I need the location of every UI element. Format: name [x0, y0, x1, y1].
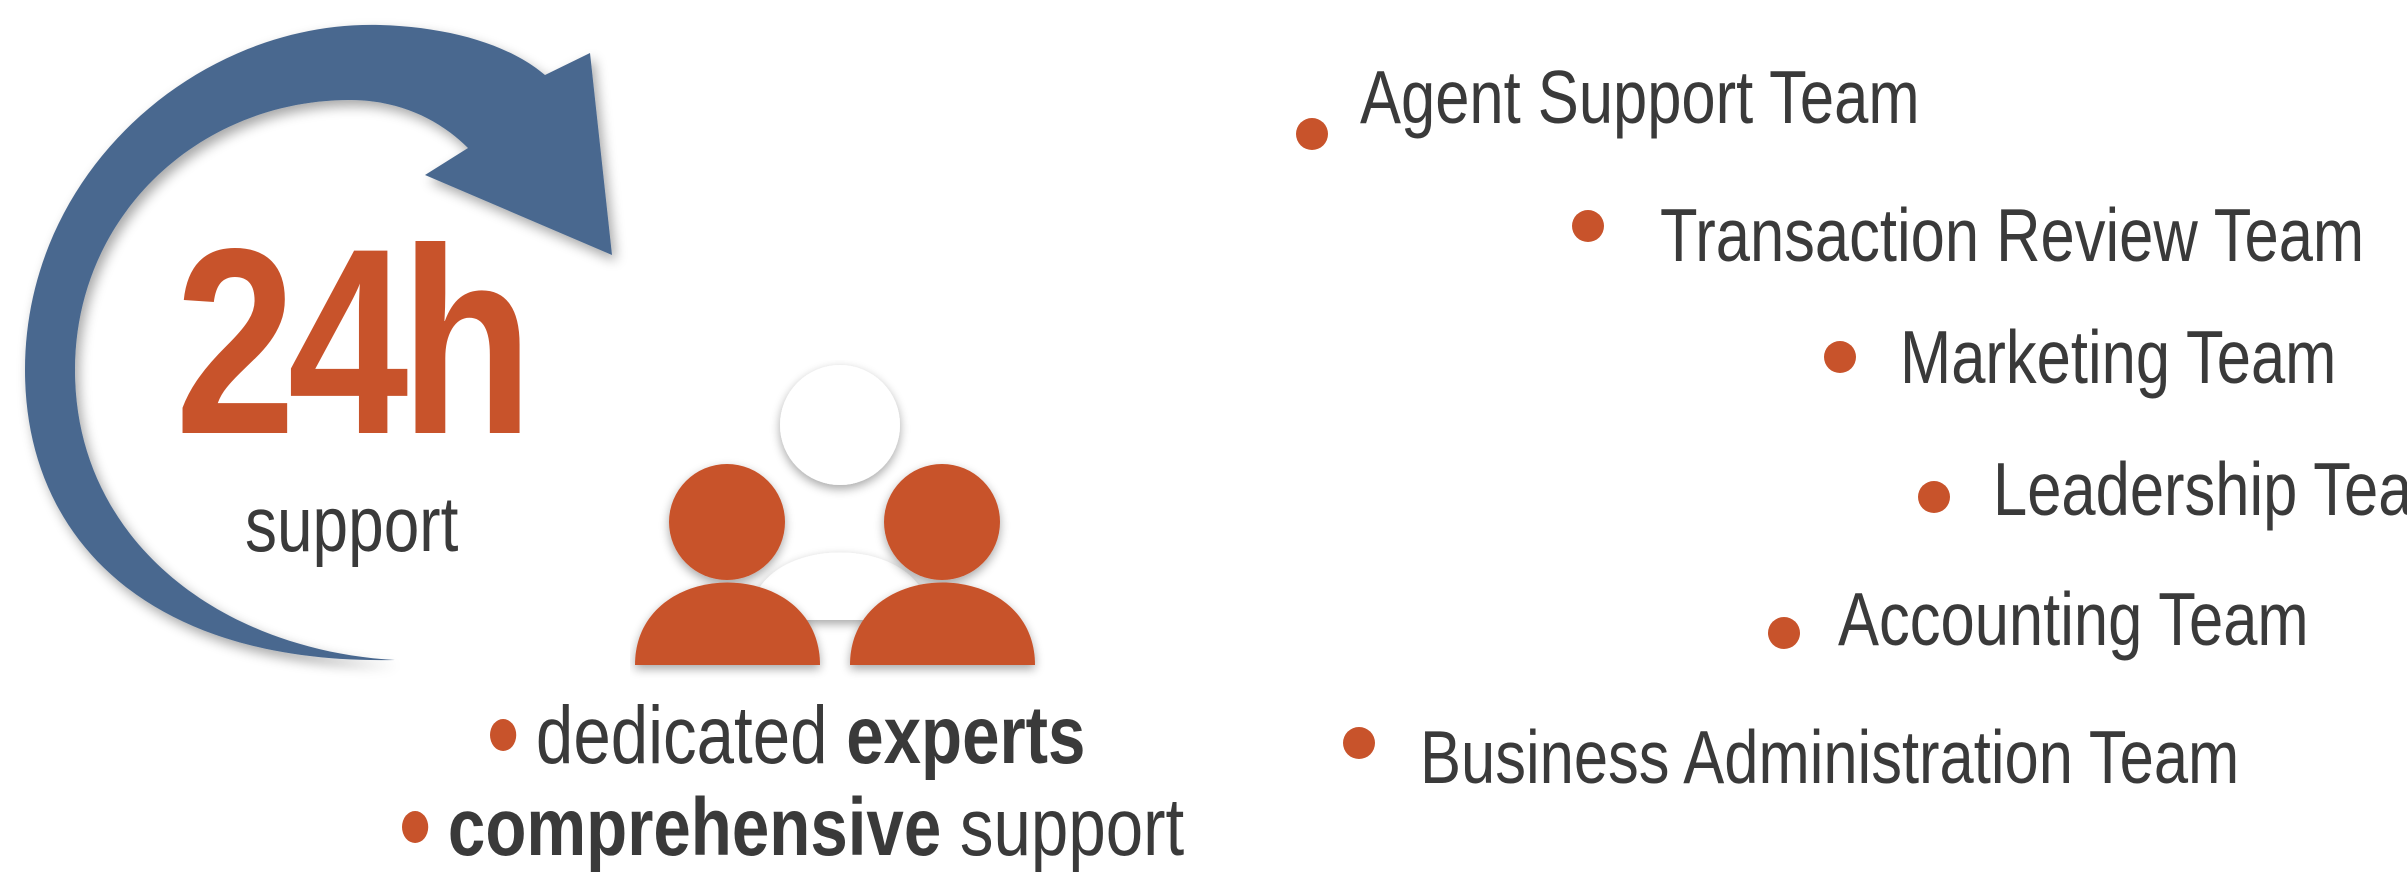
people-group-icon — [630, 360, 1050, 680]
bullet-dot-icon — [1296, 118, 1328, 150]
bullet-dot-icon — [1343, 727, 1375, 759]
bullet-dot-icon — [490, 719, 517, 752]
feature-item-experts: dedicated experts — [490, 695, 1085, 777]
bullet-dot-icon — [1572, 210, 1604, 242]
team-label: Accounting Team — [1838, 577, 2309, 661]
support-label: support — [245, 480, 459, 568]
twenty-four-hour-label: 24h — [175, 194, 533, 490]
bullet-dot-icon — [1768, 617, 1800, 649]
bullet-dot-icon — [402, 811, 429, 844]
bullet-dot-icon — [1824, 341, 1856, 373]
feature-plain-text: dedicated — [535, 690, 847, 781]
team-label: Agent Support Team — [1360, 55, 1920, 139]
bullet-dot-icon — [1918, 481, 1950, 513]
team-label: Transaction Review Team — [1660, 193, 2365, 277]
team-label: Business Administration Team — [1420, 715, 2240, 799]
circular-arrow-icon — [0, 0, 700, 700]
feature-plain-text: support — [941, 782, 1185, 873]
feature-item-support: comprehensive support — [402, 787, 1184, 869]
team-label: Leadership Team — [1993, 447, 2407, 531]
feature-bold-text: experts — [846, 690, 1086, 781]
feature-bold-text: comprehensive — [447, 782, 942, 873]
team-label: Marketing Team — [1900, 315, 2337, 399]
features-list: dedicated experts comprehensive support — [380, 695, 1280, 895]
